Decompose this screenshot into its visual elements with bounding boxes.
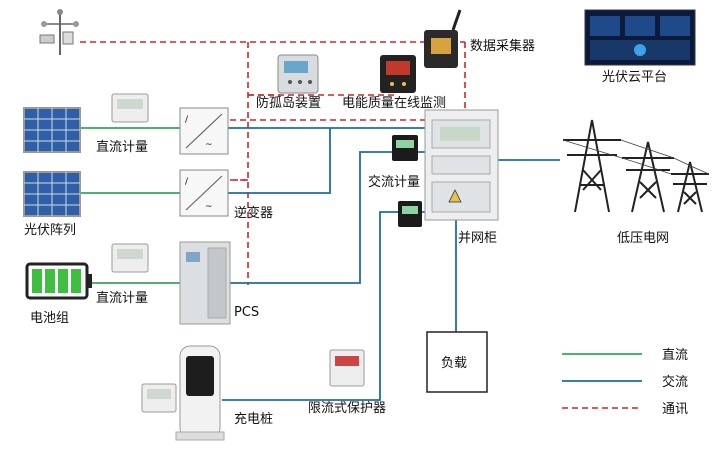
data-collector-label: 数据采集器 <box>470 38 535 54</box>
legend-comm-label: 通讯 <box>662 402 688 417</box>
anti-islanding-device-icon <box>277 54 319 94</box>
pv-cloud-screen-icon <box>584 9 696 66</box>
transmission-tower-icon <box>671 161 709 213</box>
pv-cloud-label: 光伏云平台 <box>602 70 667 85</box>
legend: 直流 交流 通讯 <box>562 348 688 417</box>
inverter-icon: / ~ <box>179 169 229 217</box>
anti-islanding-label: 防孤岛装置 <box>256 95 321 111</box>
ac-lines <box>222 127 560 401</box>
grid-cabinet-icon <box>424 109 499 221</box>
weather-station-icon <box>39 9 79 55</box>
transmission-tower-icon <box>622 141 674 213</box>
power-quality-monitor-icon <box>380 55 416 93</box>
legend-ac-label: 交流 <box>662 374 688 390</box>
battery-icon <box>25 262 92 300</box>
inverter-label: 逆变器 <box>234 205 273 221</box>
ac-meter-label: 交流计量 <box>368 174 420 190</box>
data-collector-icon <box>424 9 462 68</box>
dc-meter-icon <box>141 383 177 413</box>
svg-text:~: ~ <box>205 202 213 212</box>
current-limiter-label: 限流式保护器 <box>308 401 386 416</box>
pv-array-label: 光伏阵列 <box>24 223 76 238</box>
svg-text:/: / <box>185 177 189 187</box>
legend-dc-label: 直流 <box>662 348 688 363</box>
dc-meter-icon <box>111 93 149 123</box>
power-wires <box>562 139 710 175</box>
current-limiter-icon <box>329 349 365 387</box>
low-voltage-grid-label: 低压电网 <box>617 231 669 246</box>
svg-text:~: ~ <box>205 140 213 150</box>
svg-text:/: / <box>185 115 189 125</box>
pcs-label: PCS <box>234 305 259 320</box>
ac-meter-icon <box>392 135 418 161</box>
dc-meter-bottom-label: 直流计量 <box>96 291 148 306</box>
pv-panel-icon <box>23 171 81 217</box>
charging-pile-label: 充电桩 <box>234 411 273 427</box>
dc-meter-top-label: 直流计量 <box>96 140 148 155</box>
pcs-cabinet-icon <box>179 241 231 325</box>
power-quality-label: 电能质量在线监测 <box>342 96 446 111</box>
dc-lines <box>80 127 180 284</box>
charging-pile-icon <box>175 345 225 441</box>
ac-meter-icon <box>398 201 422 227</box>
inverter-icon: / ~ <box>179 107 229 155</box>
load-box <box>426 331 488 393</box>
dc-meter-icon <box>111 243 149 273</box>
pv-panel-icon <box>23 107 81 153</box>
load-label: 负载 <box>441 356 467 371</box>
grid-cabinet-label: 并网柜 <box>458 231 497 246</box>
transmission-tower-icon <box>563 119 621 213</box>
comm-lines <box>80 41 466 285</box>
battery-label: 电池组 <box>30 311 69 326</box>
